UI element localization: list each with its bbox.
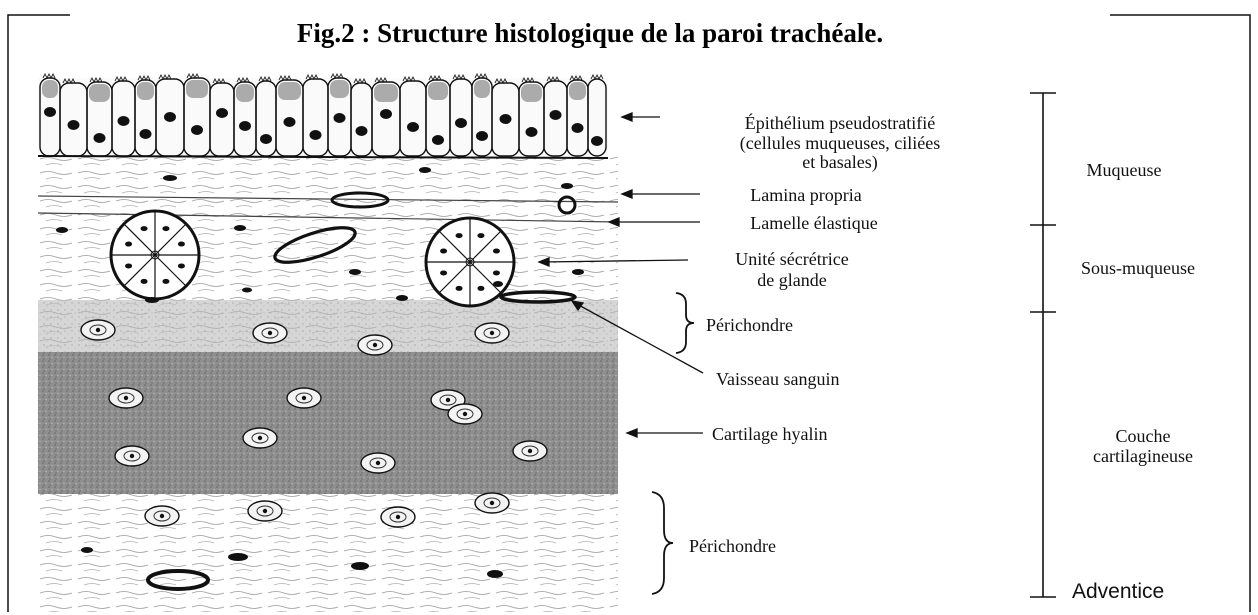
hyaline-cartilage-layer: [38, 352, 618, 494]
perichondre-lower-layer: [38, 494, 618, 612]
label-vaisseau-sanguin: Vaisseau sanguin: [716, 369, 839, 389]
label-epithelium-1: Épithélium pseudostratifié: [745, 112, 935, 133]
layer-muqueuse: Muqueuse: [1087, 160, 1162, 180]
tissue-illustration: [38, 74, 618, 612]
layer-couche-line1: Couche: [1116, 426, 1171, 446]
figure-title: Fig.2 : Structure histologique de la par…: [297, 18, 883, 48]
label-perichondre-bottom: Périchondre: [689, 536, 776, 556]
layer-scale-bar: [1030, 93, 1056, 597]
gland-left: [111, 211, 199, 299]
label-cartilage-hyalin: Cartilage hyalin: [712, 424, 827, 444]
label-lamina-propria: Lamina propria: [750, 185, 861, 205]
structure-labels: Épithélium pseudostratifié (cellules muq…: [689, 112, 940, 556]
label-epithelium-3: et basales): [802, 152, 877, 173]
epithelium-cells: [38, 74, 608, 158]
label-unite-secretrice-2: de glande: [757, 270, 826, 290]
brace-perichondre-top: [676, 293, 694, 353]
label-unite-secretrice-1: Unité sécrétrice: [735, 249, 848, 269]
layer-sous-muqueuse: Sous-muqueuse: [1081, 258, 1195, 278]
layer-labels: Muqueuse Sous-muqueuse Couche cartilagin…: [1072, 160, 1195, 603]
layer-adventice: Adventice: [1072, 580, 1164, 603]
brace-perichondre-bottom: [652, 492, 673, 594]
label-epithelium-2: (cellules muqueuses, ciliées: [740, 133, 940, 154]
label-lamelle-elastique: Lamelle élastique: [750, 213, 877, 233]
layer-couche-line2: cartilagineuse: [1093, 446, 1193, 466]
gland-right: [426, 218, 514, 306]
label-perichondre-top: Périchondre: [706, 315, 793, 335]
